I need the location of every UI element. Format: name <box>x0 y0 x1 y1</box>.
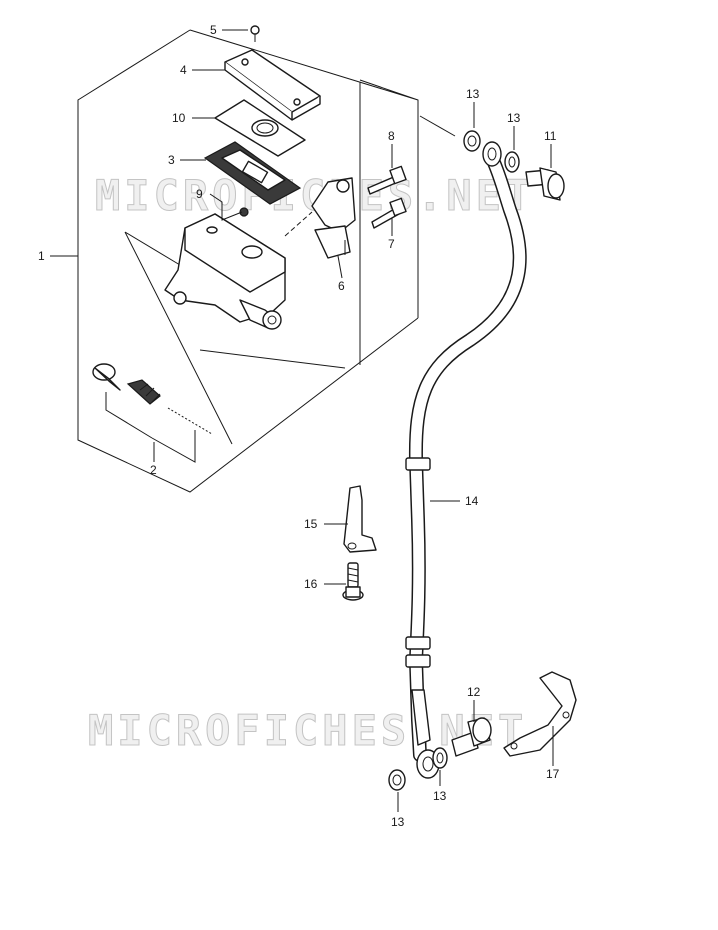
callout-10: 10 <box>172 111 186 125</box>
part-13-washer-top-right <box>504 151 520 173</box>
callout-1: 1 <box>38 249 45 263</box>
part-16-bolt <box>342 562 364 601</box>
part-3-diaphragm <box>203 141 302 205</box>
part-4-reservoir-cap <box>224 49 321 121</box>
watermark-top: MICROFICHES.NET <box>95 171 534 220</box>
assembly-frame <box>77 29 419 493</box>
part-7-bolt <box>371 197 407 229</box>
callout-13-bottom-left: 13 <box>391 815 405 829</box>
piston-guide-lines <box>124 231 233 445</box>
callout-3: 3 <box>168 153 175 167</box>
part-14-brake-hose <box>405 141 527 779</box>
master-cylinder-body <box>164 213 286 330</box>
part-15-hose-clamp <box>343 485 377 553</box>
part-13-washer-top-left <box>463 130 481 152</box>
part-9-clip <box>239 207 249 217</box>
callout-13-top-left: 13 <box>466 87 480 101</box>
part-8-bolt <box>367 165 407 195</box>
leader-lines <box>50 29 554 812</box>
part-12-banjo-bolt <box>451 717 492 757</box>
part-5-screw <box>250 25 260 42</box>
callout-12: 12 <box>467 685 481 699</box>
part-10-diaphragm-plate <box>214 99 306 157</box>
callout-14: 14 <box>465 494 479 508</box>
callout-6: 6 <box>338 279 345 293</box>
callout-11: 11 <box>544 129 557 143</box>
callout-5: 5 <box>210 23 217 37</box>
part-2-piston-kit <box>92 363 213 463</box>
part-13-washer-bottom-left <box>388 769 406 791</box>
part-17-bracket <box>503 671 577 757</box>
callout-16: 16 <box>304 577 318 591</box>
callout-13-bottom-right: 13 <box>433 789 447 803</box>
callout-7: 7 <box>388 237 395 251</box>
callout-2: 2 <box>150 463 157 477</box>
callout-13-top-right: 13 <box>507 111 521 125</box>
callout-15: 15 <box>304 517 318 531</box>
callout-17: 17 <box>546 767 560 781</box>
callout-8: 8 <box>388 129 395 143</box>
part-13-washer-bottom-right <box>432 747 448 769</box>
callout-4: 4 <box>180 63 187 77</box>
watermark-bottom: MICROFICHES.NET <box>88 706 527 755</box>
part-11-banjo-bolt <box>525 167 565 201</box>
part-6-clamp-holder <box>311 177 356 259</box>
callout-9: 9 <box>196 187 203 201</box>
